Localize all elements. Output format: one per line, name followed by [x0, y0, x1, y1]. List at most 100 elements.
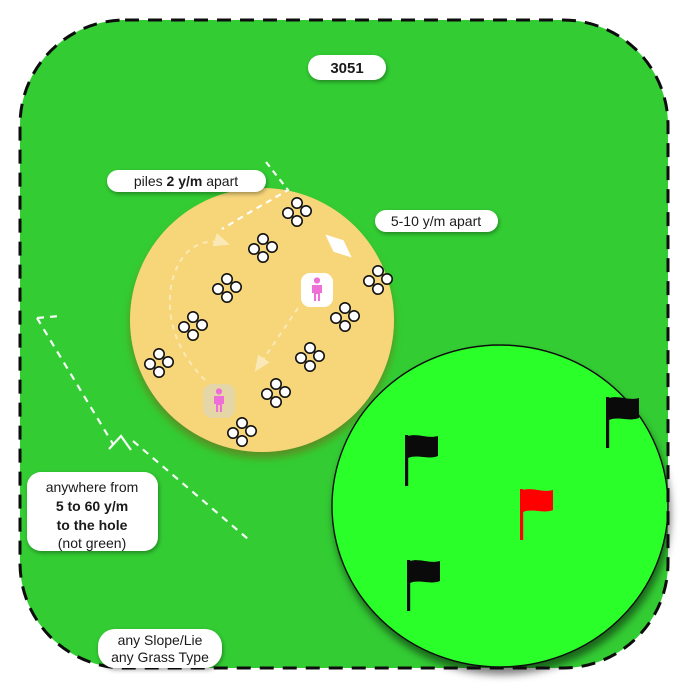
badge-pill — [308, 55, 386, 80]
golf-ball-icon — [279, 386, 291, 398]
golf-ball-icon — [153, 366, 165, 378]
black-flag-upper-right — [606, 397, 639, 448]
golf-ball-icon — [339, 302, 351, 314]
ball-pile — [212, 273, 242, 303]
putting-green — [331, 344, 669, 668]
players-layer — [203, 273, 333, 418]
label-pill — [107, 170, 266, 192]
drill-number: 3051 — [330, 60, 363, 77]
conditions-line1: any Slope/Lie — [118, 632, 203, 648]
golf-ball-icon — [304, 360, 316, 372]
golf-ball-icon — [348, 310, 360, 322]
flag-banner — [410, 560, 440, 583]
golf-ball-icon — [178, 321, 190, 333]
golf-ball-icon — [230, 281, 242, 293]
spacing-text: 5-10 y/m apart — [391, 213, 481, 229]
guide-tick — [108, 434, 132, 451]
ball-pile — [282, 197, 312, 227]
note-box — [27, 472, 158, 551]
black-flag-left — [405, 435, 438, 486]
note-pill — [98, 629, 222, 668]
conditions-line2: any Grass Type — [111, 649, 209, 665]
golf-ball-icon — [330, 312, 342, 324]
distance-guide-dashes — [36, 314, 249, 540]
golf-ball-icon — [372, 265, 384, 277]
golf-ball-icon — [245, 425, 257, 437]
golf-ball-icon — [187, 329, 199, 341]
golf-ball-icon — [270, 378, 282, 390]
flag-banner — [523, 489, 553, 512]
ball-pile — [227, 417, 257, 447]
distance-note: anywhere from 5 to 60 y/m to the hole (n… — [27, 472, 158, 551]
drill-number-badge: 3051 — [308, 55, 386, 80]
golf-ball-icon — [236, 435, 248, 447]
golf-ball-icon — [339, 320, 351, 332]
flagpole — [606, 397, 610, 448]
flagpole — [405, 435, 409, 486]
golf-ball-icon — [304, 342, 316, 354]
player-upper — [301, 273, 333, 307]
golf-ball-icon — [295, 352, 307, 364]
piles-pointer-dashes — [221, 161, 290, 230]
fairway-dashed-border — [18, 18, 670, 670]
ball-pile — [178, 311, 208, 341]
labels-layer: 3051 piles 2 y/m apart 5-10 y/m apart an… — [27, 55, 498, 668]
guide-segment — [36, 314, 61, 320]
distance-line1: anywhere from — [46, 479, 139, 495]
golf-ball-icon — [257, 251, 269, 263]
golf-ball-icon — [372, 283, 384, 295]
distance-line3: to the hole — [57, 517, 128, 533]
ball-pile — [248, 233, 278, 263]
golf-ball-icon — [221, 273, 233, 285]
path-curve — [168, 233, 230, 381]
black-flag-lower-left — [407, 560, 440, 611]
ball-pile — [261, 378, 291, 408]
golf-ball-icon — [144, 358, 156, 370]
walking-path-dashes — [168, 233, 299, 381]
golf-ball-icon — [227, 427, 239, 439]
ball-piles-layer — [144, 197, 393, 447]
flag-banner — [609, 397, 639, 420]
conditions-note: any Slope/Lie any Grass Type — [98, 629, 222, 668]
path-curve — [254, 307, 299, 372]
flag-banner — [408, 435, 438, 458]
golf-ball-icon — [196, 319, 208, 331]
ball-pile — [295, 342, 325, 372]
golf-ball-icon — [282, 207, 294, 219]
ball-pile — [363, 265, 393, 295]
guide-segment — [36, 317, 114, 445]
flags-layer — [405, 397, 639, 611]
ball-pile — [144, 348, 174, 378]
distance-line4: (not green) — [58, 535, 126, 551]
ball-pile — [330, 302, 360, 332]
golf-ball-icon — [153, 348, 165, 360]
golf-ball-icon — [270, 396, 282, 408]
player-lower — [203, 384, 235, 418]
label-pill — [375, 210, 498, 232]
golf-ball-icon — [248, 243, 260, 255]
golf-ball-icon — [363, 275, 375, 287]
golf-ball-icon — [381, 273, 393, 285]
golf-ball-icon — [221, 291, 233, 303]
red-flag-center — [520, 489, 553, 540]
spacing-double-arrow — [325, 234, 352, 258]
piles-apart-text: piles 2 y/m apart — [134, 173, 238, 189]
flagpole — [520, 489, 524, 540]
spacing-label: 5-10 y/m apart — [375, 210, 498, 232]
golf-ball-icon — [187, 311, 199, 323]
golf-ball-icon — [291, 215, 303, 227]
golf-ball-icon — [266, 241, 278, 253]
piles-apart-label: piles 2 y/m apart — [107, 170, 266, 192]
distance-line2: 5 to 60 y/m — [56, 498, 128, 514]
golf-ball-icon — [300, 205, 312, 217]
flagpole — [407, 560, 411, 611]
golf-ball-icon — [313, 350, 325, 362]
golf-ball-icon — [291, 197, 303, 209]
person-icon — [214, 388, 224, 412]
golf-ball-icon — [236, 417, 248, 429]
golf-ball-icon — [212, 283, 224, 295]
golf-ball-icon — [261, 388, 273, 400]
person-icon — [312, 277, 322, 301]
